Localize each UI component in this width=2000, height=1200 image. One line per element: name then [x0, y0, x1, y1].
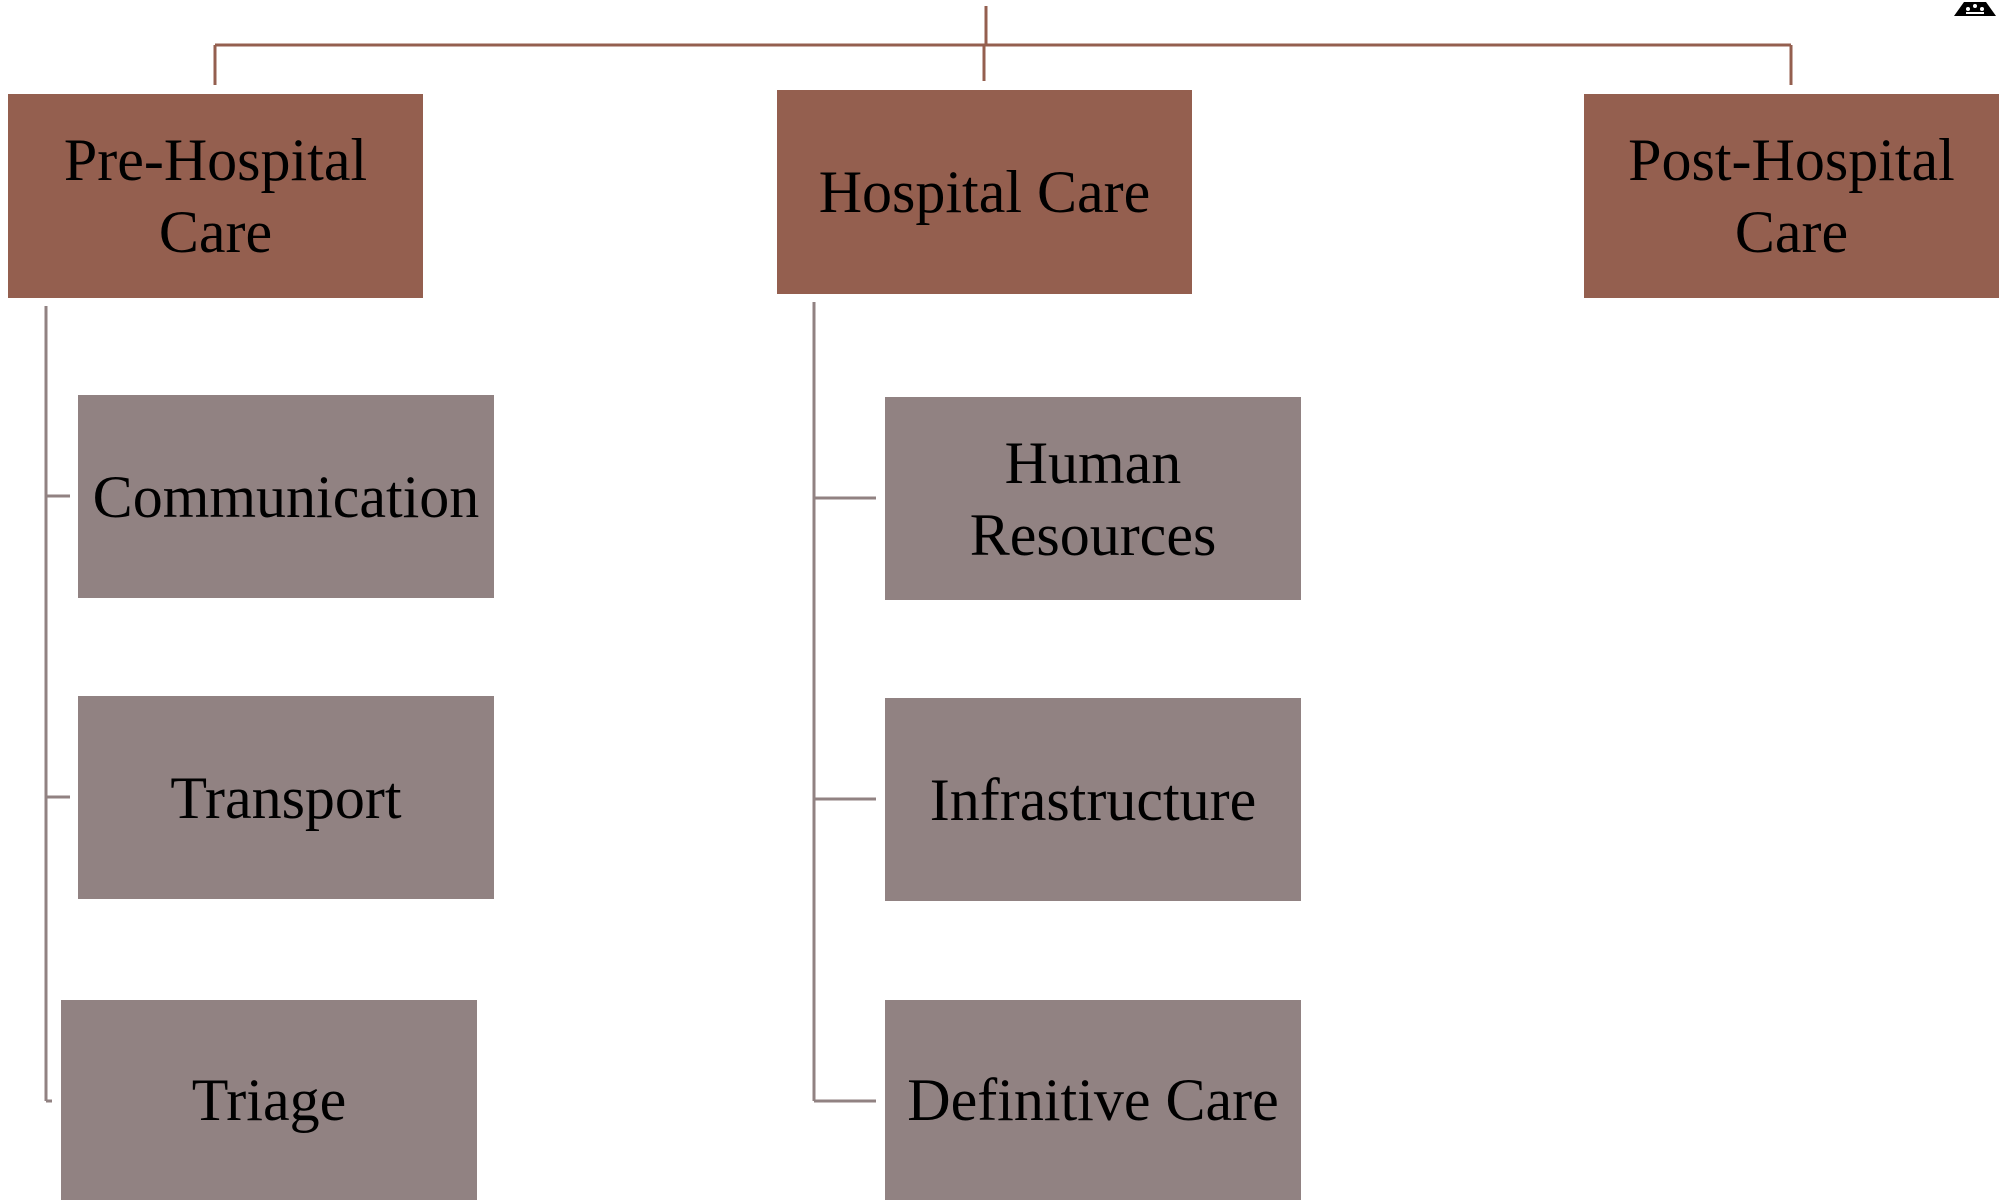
- item-label: Transport: [170, 764, 402, 831]
- pre-hospital-connectors: [44, 306, 70, 1103]
- item-triage: Triage: [61, 1000, 477, 1200]
- hospital-connectors: [812, 302, 876, 1103]
- category-post-hospital-care: Post-Hospital Care: [1584, 94, 1999, 298]
- item-human-resources: Human Resources: [885, 397, 1301, 600]
- item-label: Infrastructure: [929, 766, 1257, 833]
- item-transport: Transport: [78, 696, 494, 899]
- item-infrastructure: Infrastructure: [885, 698, 1301, 901]
- item-label: Communication: [92, 463, 480, 530]
- shield-icon: [1954, 2, 1996, 16]
- category-hospital-care: Hospital Care: [777, 90, 1192, 294]
- item-label: Human Resources: [969, 429, 1217, 568]
- item-label: Triage: [191, 1067, 347, 1133]
- category-pre-hospital-care: Pre-Hospital Care: [8, 94, 423, 298]
- item-label: Definitive Care: [907, 1067, 1279, 1133]
- item-definitive-care: Definitive Care: [885, 1000, 1301, 1200]
- category-label: Pre-Hospital Care: [63, 127, 368, 265]
- category-label: Hospital Care: [818, 159, 1151, 225]
- item-communication: Communication: [78, 395, 494, 598]
- category-label: Post-Hospital Care: [1628, 127, 1955, 265]
- root-connectors: [213, 6, 1793, 85]
